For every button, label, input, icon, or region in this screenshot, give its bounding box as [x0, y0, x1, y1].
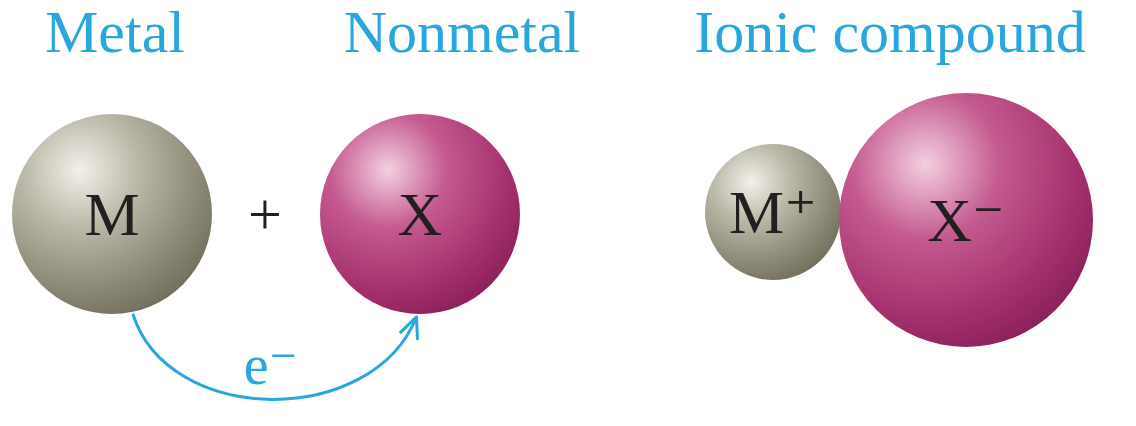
element-symbol: X: [398, 183, 443, 245]
metal-atom: M: [12, 114, 212, 314]
electron-transfer-arrow: [133, 314, 418, 400]
column-heading: Metal: [45, 2, 185, 62]
cation: M⁺: [705, 144, 841, 280]
nonmetal-atom: X: [320, 114, 520, 314]
curved-arrow: [133, 314, 417, 400]
element-symbol: M: [84, 183, 139, 245]
anion: X⁻: [839, 93, 1093, 347]
arrowhead: [401, 317, 418, 339]
column-heading: Nonmetal: [344, 2, 581, 62]
electron-label: e⁻: [241, 337, 301, 393]
element-symbol: X⁻: [927, 189, 1005, 251]
column-heading: Ionic compound: [694, 2, 1086, 62]
plus-sign: +: [248, 184, 282, 244]
element-symbol: M⁺: [729, 181, 817, 243]
